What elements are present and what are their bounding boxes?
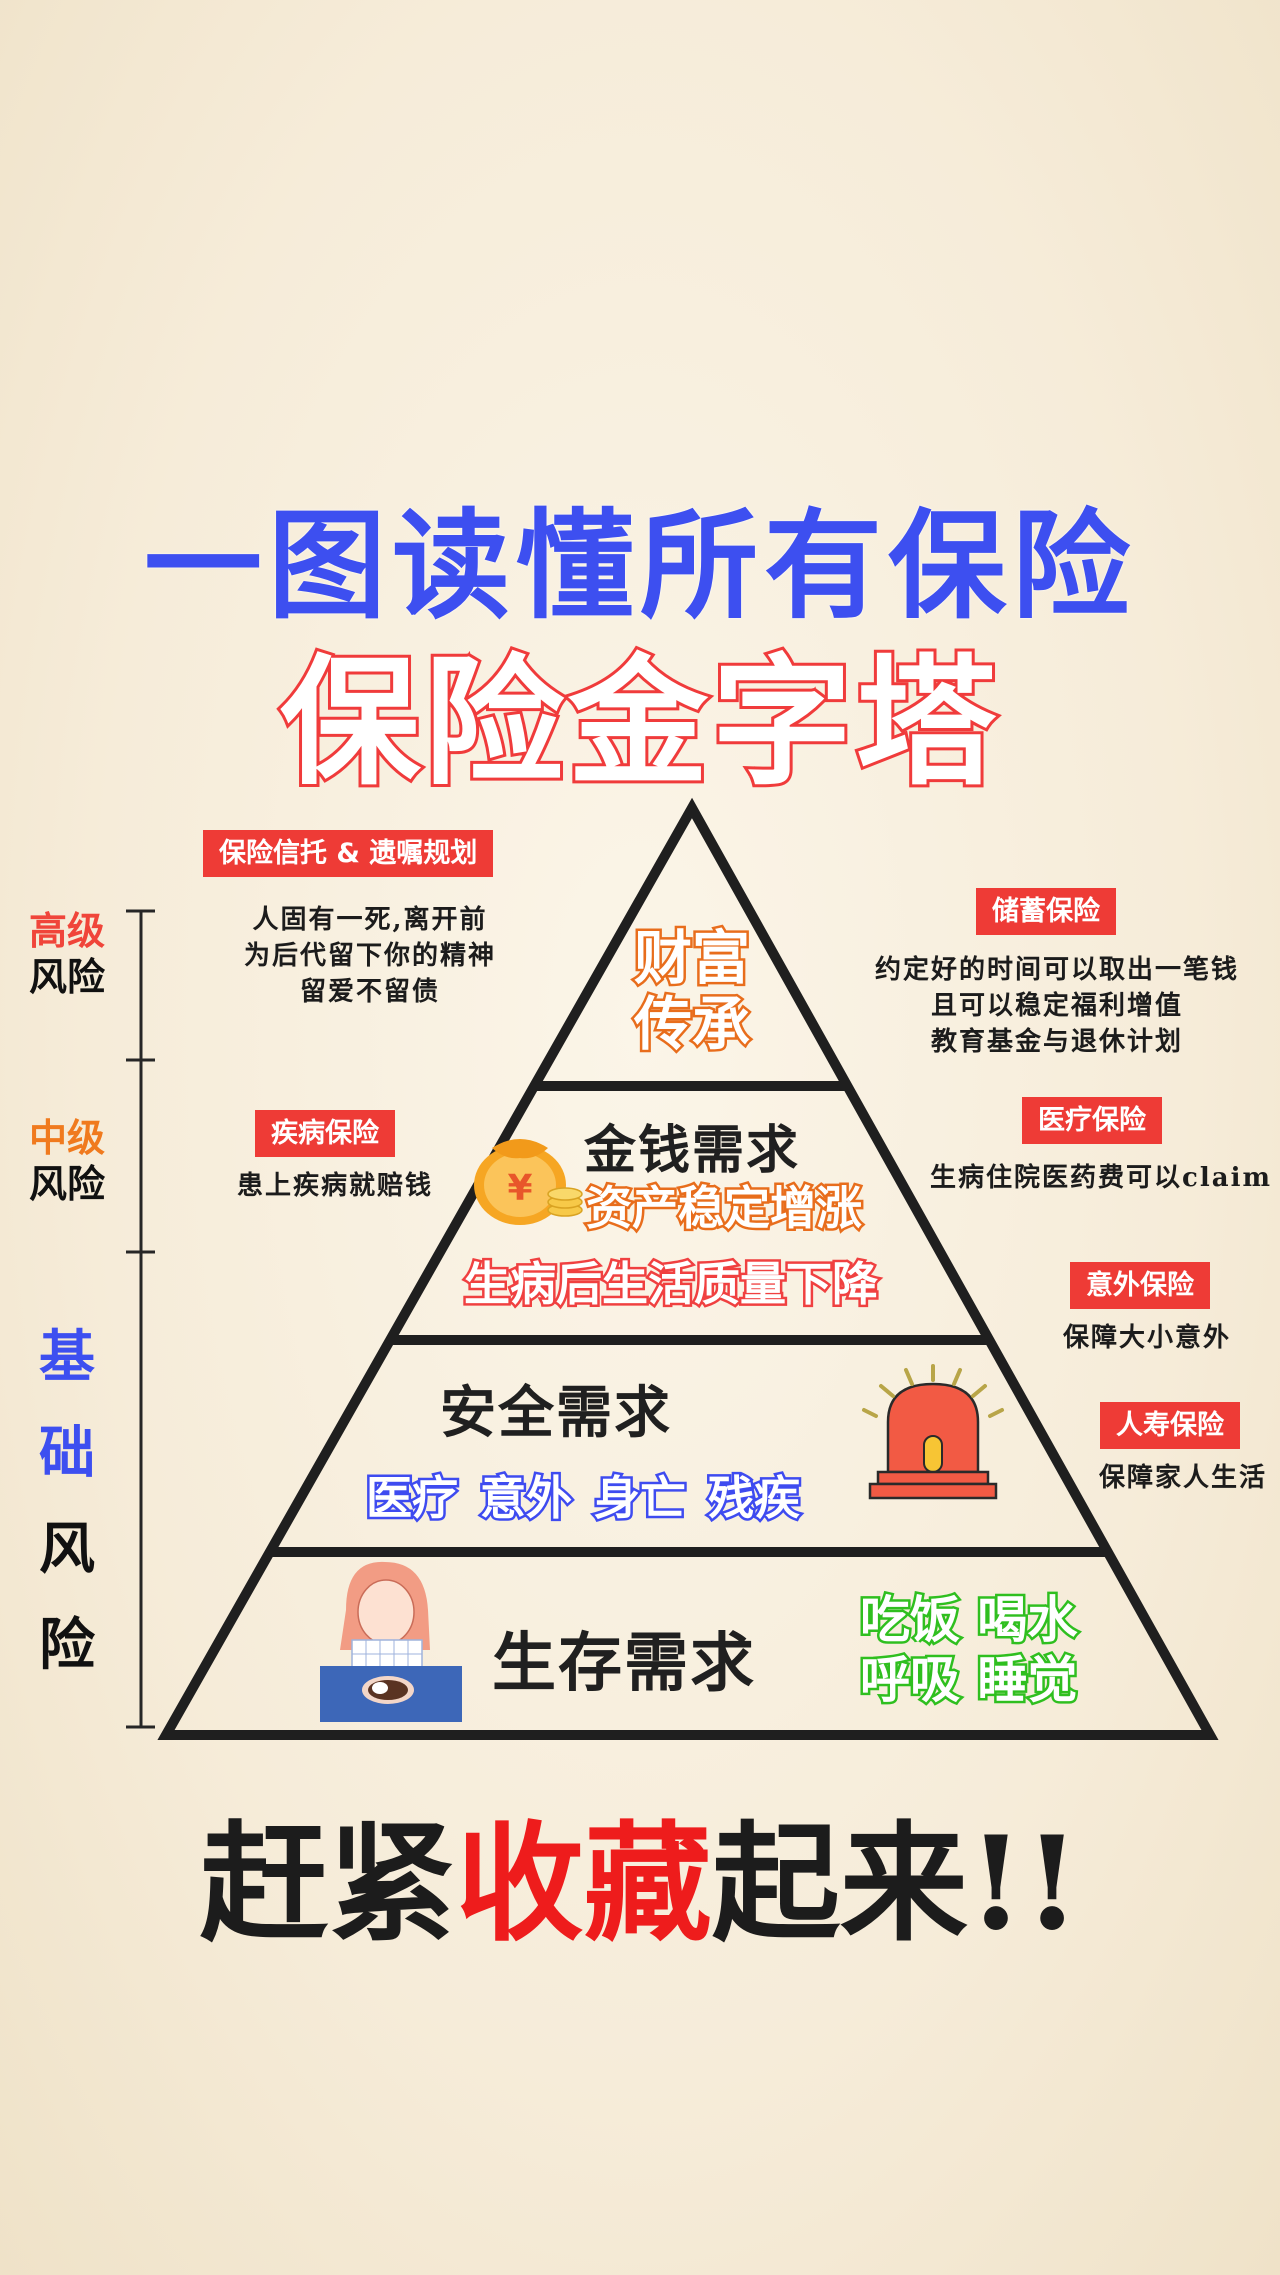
base-risk-char-2: 础 <box>39 1421 95 1486</box>
slogan-part2: 起来!! <box>711 1809 1081 1959</box>
alarm-siren-icon <box>862 1364 1004 1500</box>
tier-money-needs-line3: 生病后生活质量下降 <box>462 1255 881 1314</box>
savings-description: 约定好的时间可以取出一笔钱 且可以稳定福利增值 教育基金与退休计划 <box>874 955 1239 1057</box>
tag-critical-illness-insurance: 疾病保险 <box>255 1110 395 1158</box>
tag-accident-insurance: 意外保险 <box>1070 1262 1210 1310</box>
money-bag-icon: ¥ <box>474 1139 583 1225</box>
footer-slogan: 赶紧收藏起来!! <box>0 1780 1280 1965</box>
girl-eating-illustration <box>320 1561 462 1722</box>
mid-risk-line2: 风险 <box>28 1162 105 1206</box>
page-subtitle: 保险金字塔 <box>277 639 1000 808</box>
tag-savings-insurance: 储蓄保险 <box>976 888 1116 936</box>
tag-life-insurance: 人寿保险 <box>1100 1402 1240 1450</box>
tier-safety-needs-keywords: 医疗 意外 身亡 残疾 <box>363 1469 802 1528</box>
high-risk-line1: 高级 <box>28 909 105 953</box>
base-risk-char-4: 险 <box>39 1613 95 1678</box>
trust-description: 人固有一死,离开前 为后代留下你的精神 留爱不留债 <box>243 905 496 1007</box>
accident-description: 保障大小意外 <box>1062 1323 1231 1353</box>
base-risk-char-1: 基 <box>39 1325 95 1390</box>
svg-text:¥: ¥ <box>507 1168 532 1209</box>
mid-risk-line1: 中级 <box>28 1116 105 1160</box>
critical-illness-description: 患上疾病就赔钱 <box>236 1171 433 1201</box>
tier-survival-needs-title: 生存需求 <box>492 1627 756 1701</box>
tier-survival-needs-keywords: 吃饭 喝水 呼吸 睡觉 <box>857 1589 1079 1712</box>
tag-insurance-trust: 保险信托 & 遗嘱规划 <box>203 830 494 878</box>
mid-risk-label: 中级 风险 <box>22 1115 112 1207</box>
tier-wealth-inheritance: 财富 传承 <box>631 923 752 1060</box>
tier-safety-needs-title: 安全需求 <box>440 1381 672 1446</box>
tier-money-needs-line2: 资产稳定增涨 <box>584 1179 865 1238</box>
slogan-part1: 赶紧 <box>199 1809 456 1959</box>
tag-medical-insurance: 医疗保险 <box>1022 1097 1162 1145</box>
tier-money-needs-title: 金钱需求 <box>584 1121 801 1181</box>
life-description: 保障家人生活 <box>1098 1463 1267 1493</box>
high-risk-line2: 风险 <box>28 955 105 999</box>
page-title: 一图读懂所有保险 <box>143 496 1136 635</box>
high-risk-label: 高级 风险 <box>22 908 112 1000</box>
base-risk-char-3: 风 <box>39 1517 95 1582</box>
medical-description: 生病住院医药费可以claim <box>930 1163 1272 1193</box>
base-risk-label: 基 础 风 险 <box>22 1310 112 1694</box>
slogan-highlight: 收藏 <box>455 1809 712 1959</box>
